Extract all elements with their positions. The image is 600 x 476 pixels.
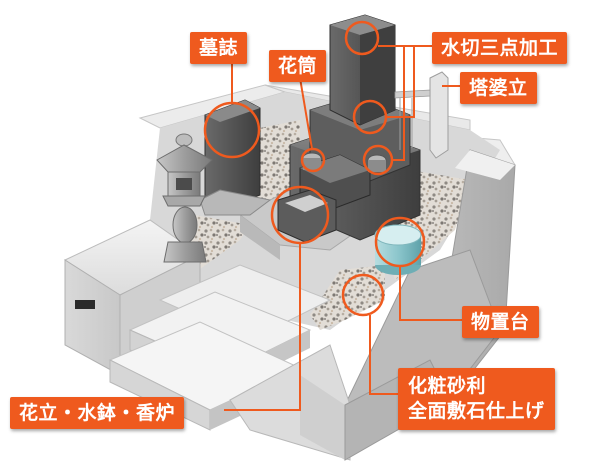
label-mizukiri: 水切三点加工 — [432, 32, 568, 64]
circle-keshou — [341, 273, 385, 317]
line-mizukiri-mid — [386, 46, 415, 118]
label-tobatate: 塔婆立 — [460, 72, 537, 104]
label-keshou: 化粧砂利 全面敷石仕上げ — [398, 368, 555, 430]
label-hanatate: 花立・水鉢・香炉 — [10, 397, 185, 429]
circle-kazutsu — [300, 147, 326, 173]
label-monooki: 物置台 — [462, 306, 539, 338]
line-mizukiri-low — [392, 46, 405, 161]
line-keshou — [369, 315, 398, 395]
circle-mizukiri-top — [344, 20, 380, 56]
line-kazutsu — [299, 77, 313, 150]
label-boshi: 墓誌 — [190, 32, 248, 64]
label-keshou-line2: 全面敷石仕上げ — [408, 400, 545, 422]
line-monooki — [399, 266, 462, 321]
line-hanatate — [224, 243, 301, 411]
label-kazutsu: 花筒 — [269, 50, 327, 82]
label-keshou-line1: 化粧砂利 — [408, 375, 487, 397]
